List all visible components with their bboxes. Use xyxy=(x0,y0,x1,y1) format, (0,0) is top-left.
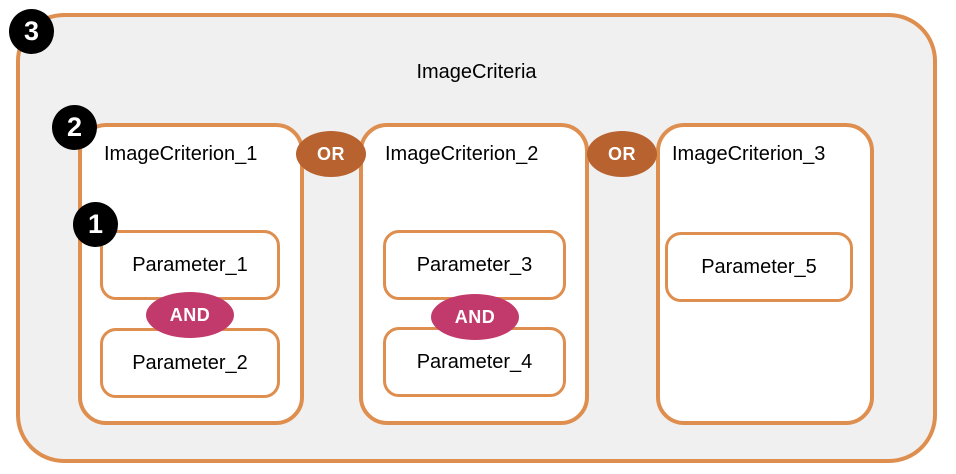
step-marker-1: 1 xyxy=(73,202,118,247)
or-operator-badge-2: OR xyxy=(587,131,657,177)
and-operator-badge-1: AND xyxy=(146,292,234,338)
or-operator-badge-1: OR xyxy=(296,131,366,177)
image-criteria-title: ImageCriteria xyxy=(416,61,537,83)
and-operator-badge-2: AND xyxy=(431,294,519,340)
image-criterion-1-label: ImageCriterion_1 xyxy=(104,143,258,165)
step-marker-2: 2 xyxy=(52,105,97,150)
parameter-3-box: Parameter_3 xyxy=(383,230,566,300)
parameter-1-box: Parameter_1 xyxy=(100,230,280,300)
parameter-5-box: Parameter_5 xyxy=(665,232,853,302)
image-criterion-2-label: ImageCriterion_2 xyxy=(385,143,539,165)
parameter-2-box: Parameter_2 xyxy=(100,328,280,398)
step-marker-3: 3 xyxy=(9,9,54,54)
image-criterion-3-label: ImageCriterion_3 xyxy=(672,143,826,165)
